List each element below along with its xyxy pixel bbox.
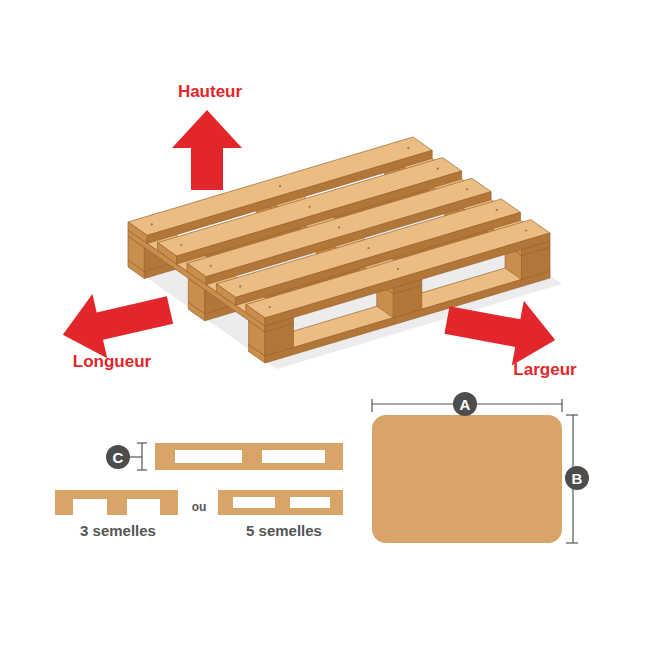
variant-label: 3 semelles <box>80 522 156 539</box>
nail <box>269 306 271 308</box>
side-view <box>155 443 343 470</box>
dimension-tick <box>566 542 578 543</box>
nail <box>367 247 369 249</box>
dimension-tick <box>561 399 562 412</box>
nail <box>437 168 439 170</box>
nail <box>180 244 182 246</box>
callout-letter: B <box>565 466 589 490</box>
dimension-tick <box>371 399 372 412</box>
runner-foot <box>107 498 127 515</box>
direction-label: Hauteur <box>178 82 242 102</box>
deck-board-front <box>246 305 265 326</box>
nail <box>338 226 340 228</box>
dimension-tick <box>566 414 578 415</box>
runner-foot <box>160 498 178 515</box>
nail <box>466 188 468 190</box>
runner-foot <box>55 498 73 515</box>
deck-board-front <box>216 284 235 306</box>
top-view <box>372 415 562 543</box>
deck-board-front <box>158 243 177 265</box>
deck-board-top <box>246 220 550 318</box>
side-view-opening <box>262 450 325 463</box>
nail <box>210 265 212 267</box>
nail <box>496 209 498 211</box>
direction-label: Largeur <box>513 360 576 380</box>
deck-board-front <box>187 263 206 284</box>
dimension-tick <box>137 442 147 443</box>
nail <box>151 223 153 225</box>
nail <box>525 229 527 231</box>
dimension-tick <box>137 469 147 470</box>
leader-line <box>130 456 142 457</box>
side-view-opening <box>290 497 330 508</box>
nail <box>279 185 281 187</box>
five-runner-view <box>218 490 343 515</box>
deck-board-side <box>265 233 550 326</box>
nail <box>407 147 409 149</box>
width-arrow <box>441 288 561 373</box>
callout-letter: C <box>106 445 130 469</box>
three-runner-view <box>55 490 178 499</box>
deck-board-front <box>128 222 147 243</box>
nail <box>239 285 241 287</box>
callout-letter: A <box>453 392 477 416</box>
nail <box>308 206 310 208</box>
side-view-opening <box>175 450 242 463</box>
direction-label: Longueur <box>73 352 151 372</box>
nail <box>397 268 399 270</box>
variant-label: 5 semelles <box>246 522 322 539</box>
side-view-opening <box>233 497 275 508</box>
height-arrow <box>172 110 242 190</box>
conjunction-label: ou <box>192 500 207 514</box>
